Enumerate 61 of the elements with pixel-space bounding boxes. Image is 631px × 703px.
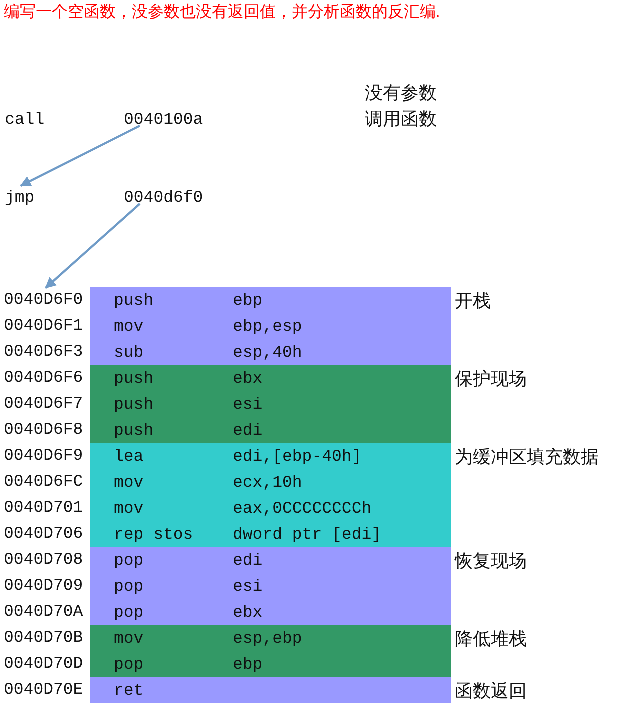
section-note: 为缓冲区填充数据 [455, 446, 599, 469]
operand-text: esp,ebp [233, 628, 304, 648]
address-text: 0040D706 [4, 524, 84, 544]
operand-text: edi [233, 550, 264, 570]
operand-text: ecx,10h [233, 472, 304, 492]
operand-text: edi,[ebp-40h] [233, 446, 363, 466]
arrow [45, 203, 141, 289]
mnemonic-text: pop [114, 576, 145, 596]
address-text: 0040D70D [4, 654, 84, 674]
address-text: 0040D6F0 [4, 290, 84, 310]
mnemonic-text: pop [114, 654, 145, 674]
code-text: 0040100a [124, 110, 204, 130]
address-text: 0040D6F8 [4, 420, 84, 440]
arrow [20, 125, 140, 187]
title: 编写一个空函数，没参数也没有返回值，并分析函数的反汇编. [4, 2, 440, 23]
mnemonic-text: push [114, 368, 155, 388]
address-text: 0040D709 [4, 576, 84, 596]
address-text: 0040D6FC [4, 472, 84, 492]
section-note: 开栈 [455, 290, 491, 313]
mnemonic-text: ret [114, 680, 145, 700]
operand-text: ebp [233, 654, 264, 674]
section-note: 恢复现场 [455, 550, 527, 573]
address-text: 0040D708 [4, 550, 84, 570]
address-text: 0040D6F1 [4, 316, 84, 336]
note-text: 没有参数调用函数 [365, 82, 438, 131]
mnemonic-text: sub [114, 342, 145, 362]
code-text: 0040d6f0 [124, 188, 204, 208]
mnemonic-text: pop [114, 550, 145, 570]
section-note: 降低堆栈 [455, 628, 527, 651]
mnemonic-text: push [114, 420, 155, 440]
operand-text: esp,40h [233, 342, 304, 362]
operand-text: ebp,esp [233, 316, 304, 336]
mnemonic-text: mov [114, 498, 145, 518]
operand-text: esi [233, 576, 264, 596]
mnemonic-text: lea [114, 446, 145, 466]
mnemonic-text: mov [114, 628, 145, 648]
operand-text: ebx [233, 602, 264, 622]
address-text: 0040D701 [4, 498, 84, 518]
address-text: 0040D70A [4, 602, 84, 622]
code-text: call [5, 110, 45, 130]
mnemonic-text: mov [114, 316, 145, 336]
address-text: 0040D6F9 [4, 446, 84, 466]
operand-text: esi [233, 394, 264, 414]
operand-text: ebp [233, 290, 264, 310]
mnemonic-text: push [114, 394, 155, 414]
mnemonic-text: mov [114, 472, 145, 492]
address-text: 0040D6F7 [4, 394, 84, 414]
section-note: 保护现场 [455, 368, 527, 391]
mnemonic-text: push [114, 290, 155, 310]
code-text: jmp [5, 188, 35, 208]
address-text: 0040D70B [4, 628, 84, 648]
section-note: 函数返回 [455, 680, 527, 703]
mnemonic-text: pop [114, 602, 145, 622]
address-text: 0040D6F3 [4, 342, 84, 362]
mnemonic-text: rep stos [114, 524, 194, 544]
operand-text: edi [233, 420, 264, 440]
operand-text: eax,0CCCCCCCCh [233, 498, 373, 518]
address-text: 0040D70E [4, 680, 84, 700]
operand-text: dword ptr [edi] [233, 524, 383, 544]
operand-text: ebx [233, 368, 264, 388]
address-text: 0040D6F6 [4, 368, 84, 388]
